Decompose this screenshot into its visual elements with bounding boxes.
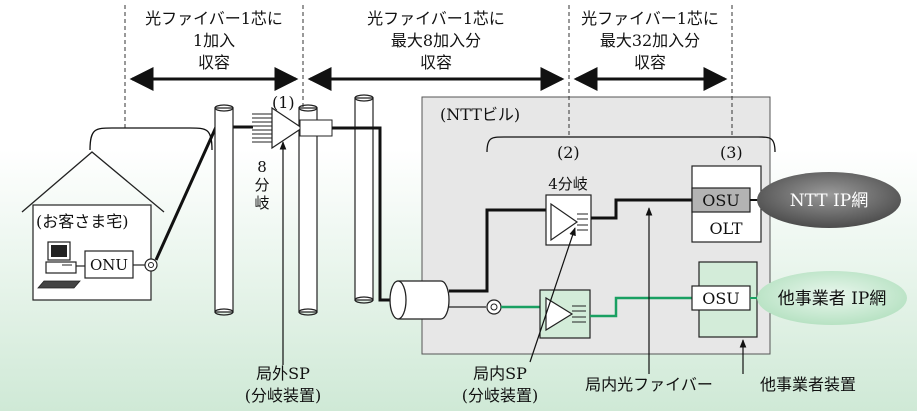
indoor-sp-label: 局内SP <box>473 364 527 383</box>
pole-caps <box>214 94 374 316</box>
other-ip-network <box>757 271 907 325</box>
osu-ntt-label: OSU <box>702 191 740 210</box>
svg-text:光ファイバー1芯に: 光ファイバー1芯に <box>581 9 719 28</box>
onu-label: ONU <box>90 256 128 274</box>
outdoor-sp-sublabel: (分岐装置) <box>245 386 322 405</box>
callout-arrows <box>279 141 747 374</box>
osu-ntt-box <box>691 187 751 213</box>
other-equipment-label: 他事業者装置 <box>760 375 856 394</box>
splitter4-label: 4分岐 <box>548 175 588 193</box>
computer-icon <box>37 241 81 289</box>
segment-dividers <box>124 5 733 135</box>
splitter8-char2: 分 <box>254 176 269 194</box>
outdoor-sp-label: 局外SP <box>256 364 310 383</box>
utility-poles <box>214 97 374 313</box>
svg-text:最大32加入分: 最大32加入分 <box>600 31 700 50</box>
svg-text:1加入: 1加入 <box>193 31 235 50</box>
olt-label: OLT <box>709 219 742 238</box>
segment-3-label: 光ファイバー1芯に 最大32加入分 収容 <box>581 9 719 72</box>
onu-box <box>84 250 134 279</box>
segment-1-label: 光ファイバー1芯に 1加入 収容 <box>145 9 283 72</box>
house-bracket <box>89 127 213 151</box>
svg-text:最大8加入分: 最大8加入分 <box>391 31 481 50</box>
marker-2: (2) <box>557 143 580 162</box>
house-label: (お客さま宅) <box>36 212 129 231</box>
indoor-splitter-other-icon <box>539 289 591 339</box>
ntt-branch-fiber <box>449 208 546 293</box>
marker-1: (1) <box>272 93 295 112</box>
ntt-fiber-to-osu <box>591 198 692 220</box>
ntt-network-label: NTT IP網 <box>790 191 868 211</box>
svg-text:収容: 収容 <box>634 53 666 72</box>
osu-other-box <box>691 285 751 311</box>
indoor-sp-sublabel: (分岐装置) <box>462 386 539 405</box>
ntt-ip-network <box>757 172 901 228</box>
trunk-fiber <box>332 126 398 302</box>
splitter8-char1: 8 <box>257 158 267 176</box>
building-bracket <box>486 136 776 153</box>
svg-text:光ファイバー1芯に: 光ファイバー1芯に <box>367 9 505 28</box>
svg-text:収容: 収容 <box>420 53 452 72</box>
svg-text:収容: 収容 <box>198 53 230 72</box>
osu-other-label: OSU <box>702 289 740 308</box>
cable-drum-icon <box>389 280 450 320</box>
indoor-splitter-ntt-icon <box>545 194 592 246</box>
svg-text:光ファイバー1芯に: 光ファイバー1芯に <box>145 9 283 28</box>
building-label: (NTTビル) <box>440 105 520 124</box>
other-fiber-to-osu <box>590 296 692 318</box>
other-network-label: 他事業者 IP網 <box>778 289 887 309</box>
outdoor-splitter-icon <box>252 106 304 150</box>
fiber-sleeve <box>299 119 333 137</box>
segment-2-label: 光ファイバー1芯に 最大8加入分 収容 <box>367 9 505 72</box>
indoor-fiber-label: 局内光ファイバー <box>585 375 713 394</box>
indoor-connector-icon <box>486 299 502 315</box>
splitter8-char3: 岐 <box>254 194 269 212</box>
marker-3: (3) <box>720 143 743 162</box>
house-connector-icon <box>144 258 158 272</box>
